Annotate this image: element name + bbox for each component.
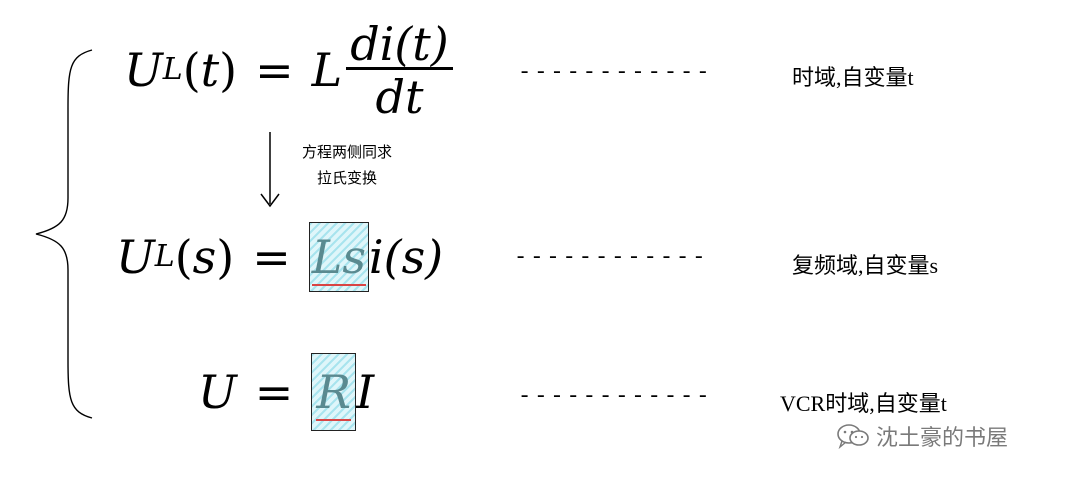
eq2-dash-line: ------------ [514, 245, 709, 270]
eq2-label: 复频域,自变量s [792, 253, 939, 278]
eq3-rhs-rest: I [355, 365, 375, 419]
eq1-numerator: di(t) [350, 16, 449, 71]
eq1-lhs-arg: (t) [182, 43, 238, 97]
eq3-equals: = [254, 365, 294, 419]
eq1-equals: = [255, 43, 294, 97]
transform-note: 方程两侧同求 拉氏变换 [282, 140, 412, 192]
wechat-icon [837, 424, 869, 449]
eq1-dash-line: ------------ [518, 60, 713, 85]
eq2-lhs-sub: L [154, 239, 175, 274]
transform-note-line2: 拉氏变换 [316, 171, 377, 187]
eq1-denominator: dt [346, 66, 453, 120]
transform-note-line1: 方程两侧同求 [301, 145, 392, 161]
eq2-equals: = [252, 230, 291, 284]
eq2-lhs-arg: (s) [174, 230, 235, 284]
eq3-label: VCR时域,自变量t [780, 391, 947, 416]
watermark: 沈土豪的书屋 [836, 420, 1008, 452]
eq1-coef: L [311, 43, 343, 97]
down-arrow-icon [260, 132, 280, 208]
eq1-lhs-var: U [124, 43, 163, 97]
eq2-highlight-ls: Ls [308, 222, 369, 292]
eq1-label: 时域,自变量t [792, 65, 914, 90]
eq3-dash-line: ------------ [518, 384, 713, 409]
eq3-lhs-var: U [198, 365, 237, 419]
equation-vcr: U = R I [198, 352, 374, 432]
eq1-fraction: di(t) dt [346, 21, 453, 120]
eq1-lhs-sub: L [162, 52, 183, 87]
left-curly-brace [35, 49, 93, 419]
eq2-rhs-rest: i(s) [368, 230, 444, 284]
eq3-highlight-r: R [311, 353, 356, 431]
watermark-text: 沈土豪的书屋 [876, 426, 1009, 451]
eq2-lhs-var: U [116, 230, 155, 284]
